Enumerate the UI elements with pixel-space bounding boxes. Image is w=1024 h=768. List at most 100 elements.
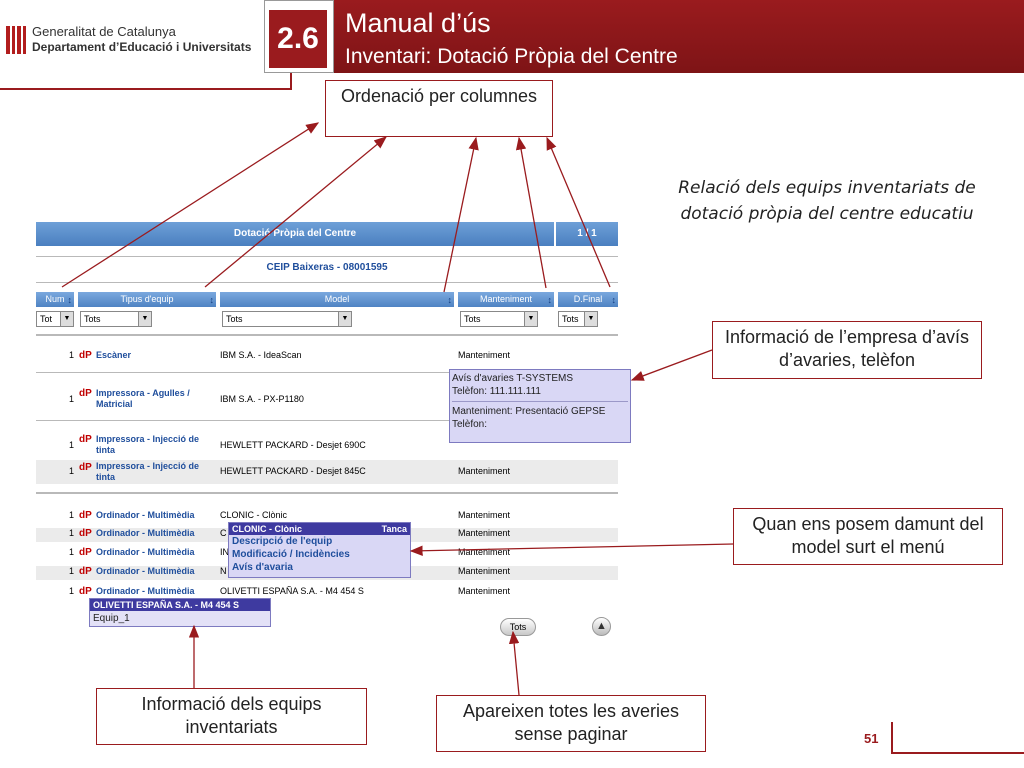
row-code: dP xyxy=(79,547,92,558)
row-code: dP xyxy=(79,586,92,597)
row-tipus-link[interactable]: Ordinador - Multimèdia xyxy=(96,510,195,520)
filter-model[interactable]: Tots▼ xyxy=(222,311,352,327)
row-tipus-link[interactable]: Impressora - Agulles / Matricial xyxy=(96,388,190,409)
filter-manteniment[interactable]: Tots▼ xyxy=(460,311,538,327)
callout-company-info: Informació de l’empresa d’avís d’avaries… xyxy=(712,321,982,379)
menu-item-description[interactable]: Descripció de l'equip xyxy=(232,536,333,547)
row-num: 1 xyxy=(68,440,74,450)
row-code: dP xyxy=(79,350,92,361)
table-row[interactable]: 1 dP Ordinador - Multimèdia CLONIC - Clò… xyxy=(36,510,618,524)
callout-sorting: Ordenació per columnes xyxy=(325,80,553,137)
row-num: 1 xyxy=(68,547,74,557)
pager[interactable]: 1 / 1 xyxy=(556,222,618,246)
row-model[interactable]: IBM S.A. - PX-P1180 xyxy=(220,394,304,404)
row-model[interactable]: IBM S.A. - IdeaScan xyxy=(220,350,302,360)
row-model[interactable]: OLIVETTI ESPAÑA S.A. - M4 454 S xyxy=(220,586,364,596)
arrow-up-icon[interactable]: ▲ xyxy=(592,617,611,636)
popup-header: OLIVETTI ESPAÑA S.A. - M4 454 S xyxy=(90,599,270,611)
menu-title: CLONIC - Clònic xyxy=(232,524,302,534)
row-manteniment[interactable]: Manteniment xyxy=(458,350,511,360)
row-code: dP xyxy=(79,462,92,473)
arrow-company-info xyxy=(630,349,713,381)
table-row[interactable]: 1 dP Ordinador - Multimèdia IN Mantenime… xyxy=(36,547,618,561)
filter-num[interactable]: Tot▼ xyxy=(36,311,74,327)
equipment-popup: OLIVETTI ESPAÑA S.A. - M4 454 S Equip_1 xyxy=(89,598,271,627)
column-tipus[interactable]: Tipus d'equip↕ xyxy=(78,292,216,307)
divider xyxy=(36,492,618,494)
row-manteniment[interactable]: Manteniment xyxy=(458,528,511,538)
row-tipus-link[interactable]: Ordinador - Multimèdia xyxy=(96,547,195,557)
sort-icon[interactable]: ↕ xyxy=(447,295,453,305)
row-tipus-link[interactable]: Escàner xyxy=(96,350,132,360)
menu-item-fault-notice[interactable]: Avís d'avaria xyxy=(232,562,293,573)
column-manteniment[interactable]: Manteniment↕ xyxy=(458,292,554,307)
slide-header: Generalitat de Catalunya Departament d’E… xyxy=(0,0,1024,90)
equipment-item[interactable]: Equip_1 xyxy=(93,613,130,624)
row-num: 1 xyxy=(68,586,74,596)
table-row[interactable]: 1 dP Impressora - Injecció de tinta HEWL… xyxy=(36,460,618,484)
tots-button[interactable]: Tots xyxy=(500,618,536,636)
row-tipus-link[interactable]: Ordinador - Multimèdia xyxy=(96,586,195,596)
section-badge: 2.6 xyxy=(264,0,334,73)
popup-line: Telèfon: 111.111.111 xyxy=(452,386,541,397)
slide-subtitle: Inventari: Dotació Pròpia del Centre xyxy=(345,45,678,68)
divider xyxy=(36,256,618,257)
column-num[interactable]: Num↕ xyxy=(36,292,74,307)
callout-model-menu: Quan ens posem damunt del model surt el … xyxy=(733,508,1003,565)
sort-icon[interactable]: ↕ xyxy=(547,295,553,305)
callout-all-faults: Apareixen totes les averies sense pagina… xyxy=(436,695,706,752)
close-button[interactable]: Tanca xyxy=(381,524,407,534)
description-text: Relació dels equips inventariats de dota… xyxy=(678,178,976,224)
row-model[interactable]: HEWLETT PACKARD - Desjet 690C xyxy=(220,440,366,450)
row-num: 1 xyxy=(68,350,74,360)
row-tipus-link[interactable]: Impressora - Injecció de tinta xyxy=(96,461,200,482)
app-title-bar: Dotació Pròpia del Centre xyxy=(36,222,554,246)
column-model[interactable]: Model↕ xyxy=(220,292,454,307)
sort-icon[interactable]: ↕ xyxy=(611,295,617,305)
filter-tipus[interactable]: Tots▼ xyxy=(80,311,152,327)
row-model[interactable]: C xyxy=(220,528,227,538)
row-code: dP xyxy=(79,528,92,539)
row-tipus-link[interactable]: Ordinador - Multimèdia xyxy=(96,528,195,538)
row-manteniment[interactable]: Manteniment xyxy=(458,466,511,476)
row-num: 1 xyxy=(68,510,74,520)
generalitat-logo: Generalitat de Catalunya Departament d’E… xyxy=(0,0,262,73)
slide-title: Manual d’ús xyxy=(345,8,491,38)
divider xyxy=(36,420,618,421)
chevron-down-icon: ▼ xyxy=(338,312,351,326)
row-model[interactable]: N xyxy=(220,566,227,576)
row-model[interactable]: CLONIC - Clònic xyxy=(220,510,288,520)
row-model[interactable]: HEWLETT PACKARD - Desjet 845C xyxy=(220,466,366,476)
sort-icon[interactable]: ↕ xyxy=(67,295,73,305)
row-code: dP xyxy=(79,566,92,577)
menu-item-modification[interactable]: Modificació / Incidències xyxy=(232,549,350,560)
generalitat-emblem-icon xyxy=(6,26,26,54)
row-code: dP xyxy=(79,510,92,521)
menu-header: CLONIC - Clònic Tanca xyxy=(229,523,410,535)
table-row[interactable]: 1 dP Escàner IBM S.A. - IdeaScan Manteni… xyxy=(36,350,618,364)
row-num: 1 xyxy=(68,394,74,404)
table-row[interactable]: 1 dP Impressora - Injecció de tinta HEWL… xyxy=(36,434,618,456)
row-manteniment[interactable]: Manteniment xyxy=(458,586,511,596)
filter-value: Tot xyxy=(40,314,53,324)
sort-icon[interactable]: ↕ xyxy=(209,295,215,305)
filter-value: Tots xyxy=(84,314,101,324)
row-manteniment[interactable]: Manteniment xyxy=(458,547,511,557)
filter-dfinal[interactable]: Tots▼ xyxy=(558,311,598,327)
row-model[interactable]: IN xyxy=(220,547,229,557)
header-band xyxy=(292,0,1024,73)
row-manteniment[interactable]: Manteniment xyxy=(458,566,511,576)
row-num: 1 xyxy=(68,528,74,538)
column-label: D.Final xyxy=(573,294,603,304)
table-row[interactable]: 1 dP Ordinador - Multimèdia OLIVETTI ESP… xyxy=(36,586,618,600)
row-manteniment[interactable]: Manteniment xyxy=(458,510,511,520)
column-dfinal[interactable]: D.Final ↕ xyxy=(558,292,618,307)
popup-title: OLIVETTI ESPAÑA S.A. - M4 454 S xyxy=(93,600,240,610)
row-tipus-link[interactable]: Ordinador - Multimèdia xyxy=(96,566,195,576)
table-row[interactable]: 1 dP Impressora - Agulles / Matricial IB… xyxy=(36,388,618,410)
filter-value: Tots xyxy=(464,314,481,324)
column-label: Num xyxy=(45,294,65,304)
page-rule xyxy=(891,752,1024,754)
row-tipus-link[interactable]: Impressora - Injecció de tinta xyxy=(96,434,200,455)
header-rule xyxy=(0,88,292,90)
